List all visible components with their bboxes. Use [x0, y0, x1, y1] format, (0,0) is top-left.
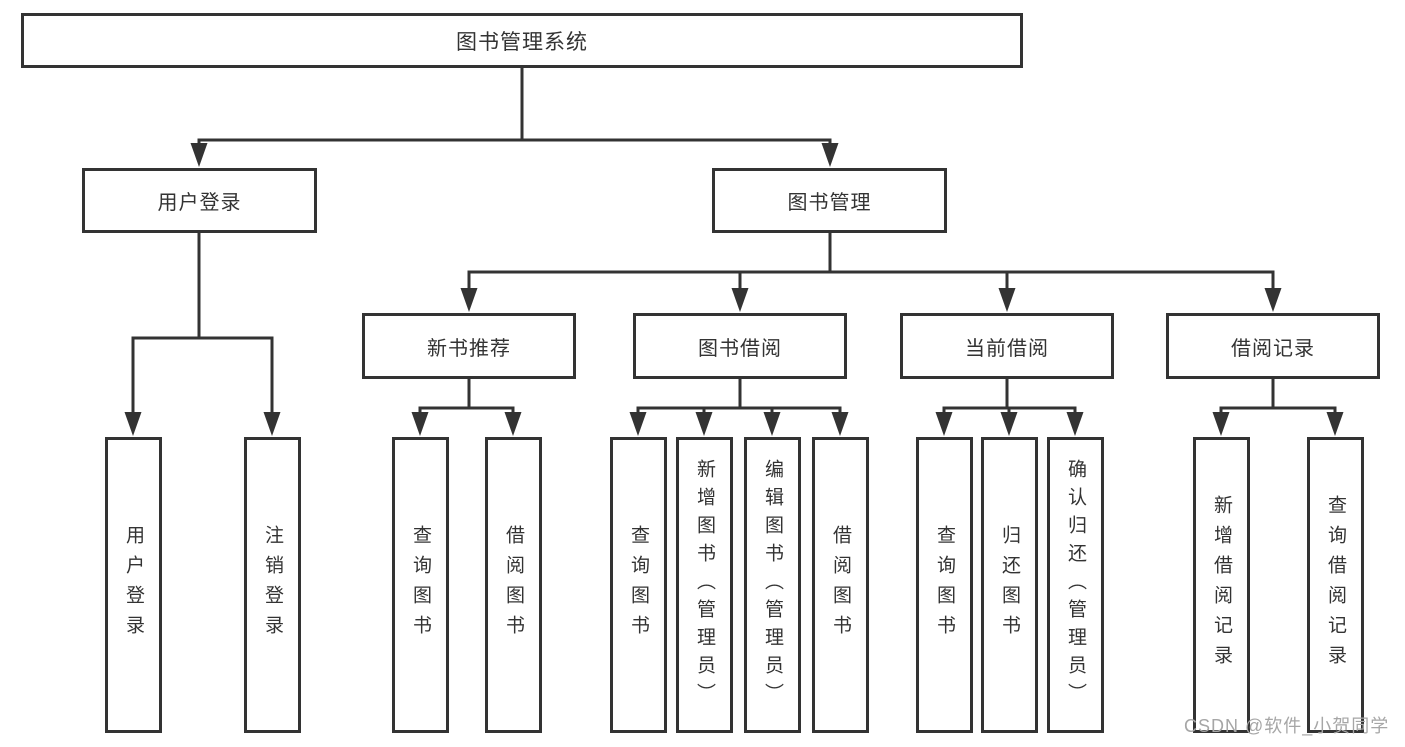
leaf-borrow-books-recommend: 借阅图书: [485, 437, 542, 733]
leaf-add-book-admin: 新增图书（管理员）: [676, 437, 733, 733]
node-user-login: 用户登录: [82, 168, 317, 233]
leaf-logout: 注销登录: [244, 437, 301, 733]
node-current-borrow: 当前借阅: [900, 313, 1114, 379]
node-book-borrow: 图书借阅: [633, 313, 847, 379]
leaf-add-borrow-record: 新增借阅记录: [1193, 437, 1250, 733]
leaf-query-books-recommend: 查询图书: [392, 437, 449, 733]
leaf-return-book: 归还图书: [981, 437, 1038, 733]
leaf-edit-book-admin: 编辑图书（管理员）: [744, 437, 801, 733]
watermark-text: CSDN @软件_小贺同学: [1184, 716, 1390, 736]
leaf-query-books-current: 查询图书: [916, 437, 973, 733]
node-borrow-records: 借阅记录: [1166, 313, 1380, 379]
leaf-query-borrow-record: 查询借阅记录: [1307, 437, 1364, 733]
node-book-management: 图书管理: [712, 168, 947, 233]
leaf-confirm-return-admin: 确认归还（管理员）: [1047, 437, 1104, 733]
leaf-user-login: 用户登录: [105, 437, 162, 733]
node-new-book-recommend: 新书推荐: [362, 313, 576, 379]
leaf-query-books-borrow: 查询图书: [610, 437, 667, 733]
node-library-system: 图书管理系统: [21, 13, 1023, 68]
arrowheads: [124, 143, 1344, 436]
leaf-borrow-books-borrow: 借阅图书: [812, 437, 869, 733]
